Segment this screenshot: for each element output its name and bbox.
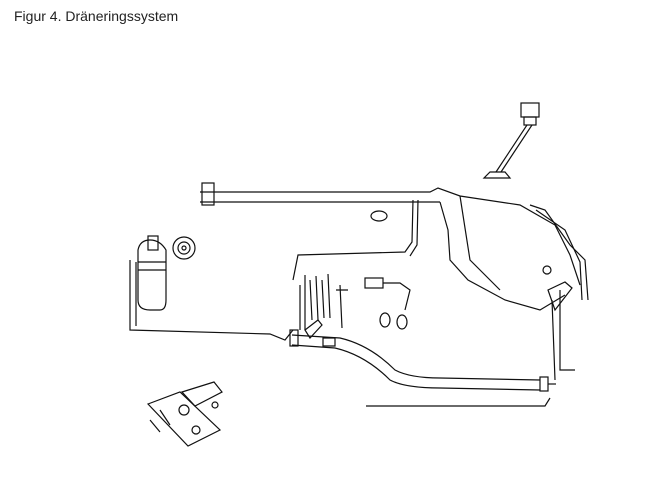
body-panel [129,182,589,341]
mounting-bracket [146,381,223,447]
figure-caption: Figur 4. Dräneringssystem [14,8,179,24]
drain-funnel-stand [482,102,540,179]
valve-assembly [299,273,411,330]
reservoir-bottle [137,235,167,311]
grommet [172,236,196,260]
drain-hose [289,281,575,407]
